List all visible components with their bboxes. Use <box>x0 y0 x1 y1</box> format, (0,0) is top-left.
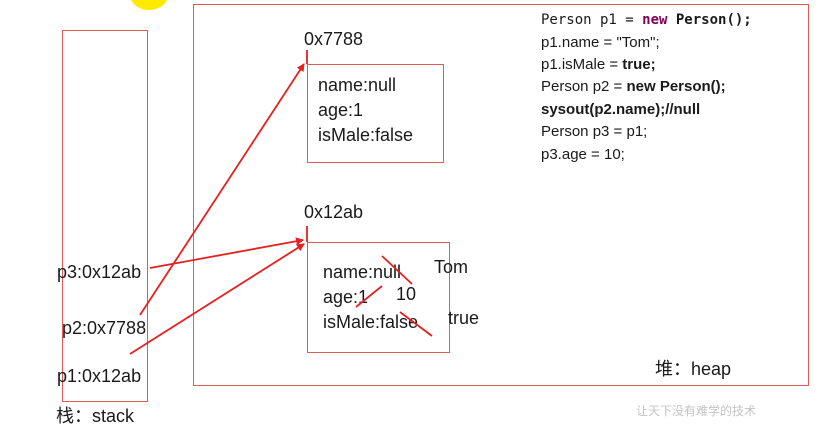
object-address: 0x7788 <box>304 29 364 49</box>
field-ismale: isMale:false <box>318 125 414 145</box>
code-line-7: p3.age = 10; <box>541 146 625 163</box>
stack-var-p1: p1:0x12ab <box>57 366 142 386</box>
code-line-4: Person p2 = new Person(); <box>541 78 726 95</box>
object-box-0x7788 <box>307 64 444 163</box>
heap-frame <box>193 4 809 386</box>
object-box-0x12ab <box>307 242 450 353</box>
field-name: name:null <box>318 75 397 95</box>
heap-caption: 堆：heap <box>655 359 732 379</box>
code-line-1: Person p1 = new Person(); <box>541 12 752 28</box>
updated-ismale-value: true <box>448 308 480 328</box>
code-line-3: p1.isMale = true; <box>541 56 656 73</box>
field-name: name:null <box>323 262 402 282</box>
updated-name-value: Tom <box>434 257 469 277</box>
watermark: 让天下没有难学的技术 <box>636 404 757 418</box>
field-age: age:1 <box>323 287 369 307</box>
object-address: 0x12ab <box>304 202 364 222</box>
updated-age-value: 10 <box>396 284 417 304</box>
code-line-2: p1.name = "Tom"; <box>541 34 660 51</box>
field-ismale: isMale:false <box>323 312 419 332</box>
field-age: age:1 <box>318 100 364 120</box>
stack-var-p3: p3:0x12ab <box>57 262 142 282</box>
stack-frame <box>62 30 148 402</box>
highlight-marker <box>130 0 168 10</box>
stack-caption: 栈：stack <box>56 406 135 426</box>
code-line-6: Person p3 = p1; <box>541 123 648 140</box>
stack-var-p2: p2:0x7788 <box>62 318 147 338</box>
code-line-5: sysout(p2.name);//null <box>541 101 701 118</box>
